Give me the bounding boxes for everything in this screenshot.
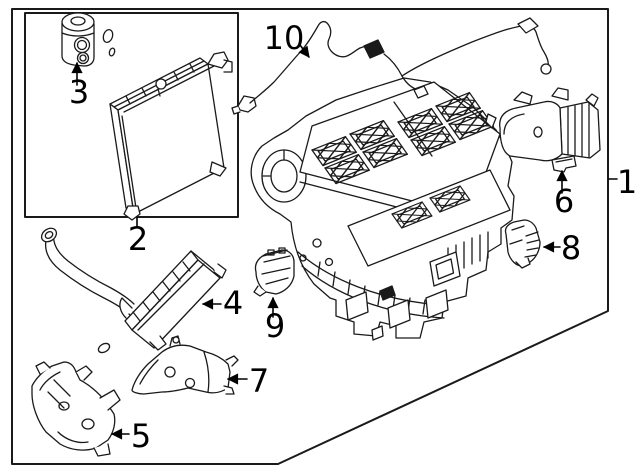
part-3-expansion-valve [61, 12, 116, 67]
part-5-side-cover [31, 361, 121, 457]
part-4-heater-core [40, 227, 227, 354]
main-hvac-assembly [250, 77, 515, 341]
part-7-floor-duct [131, 335, 239, 395]
callout-1-label: 1 [617, 163, 637, 201]
callout-10-arrow [298, 44, 310, 58]
callout-10-label: 10 [264, 19, 305, 57]
part-9-actuator [253, 247, 295, 297]
callout-4-label: 4 [223, 284, 243, 322]
callout-5-label: 5 [131, 417, 151, 455]
part-8-actuator [504, 219, 541, 269]
part-6-blower-assembly [485, 87, 601, 173]
callout-8-label: 8 [561, 229, 581, 267]
callout-6-label: 6 [554, 182, 574, 220]
part-10-wiring-harness [231, 17, 552, 115]
callout-3-label: 3 [69, 73, 89, 111]
callout-9-label: 9 [265, 307, 285, 345]
callout-7-label: 7 [249, 362, 269, 400]
callout-2-label: 2 [128, 220, 148, 258]
part-2-evaporator [109, 51, 233, 221]
